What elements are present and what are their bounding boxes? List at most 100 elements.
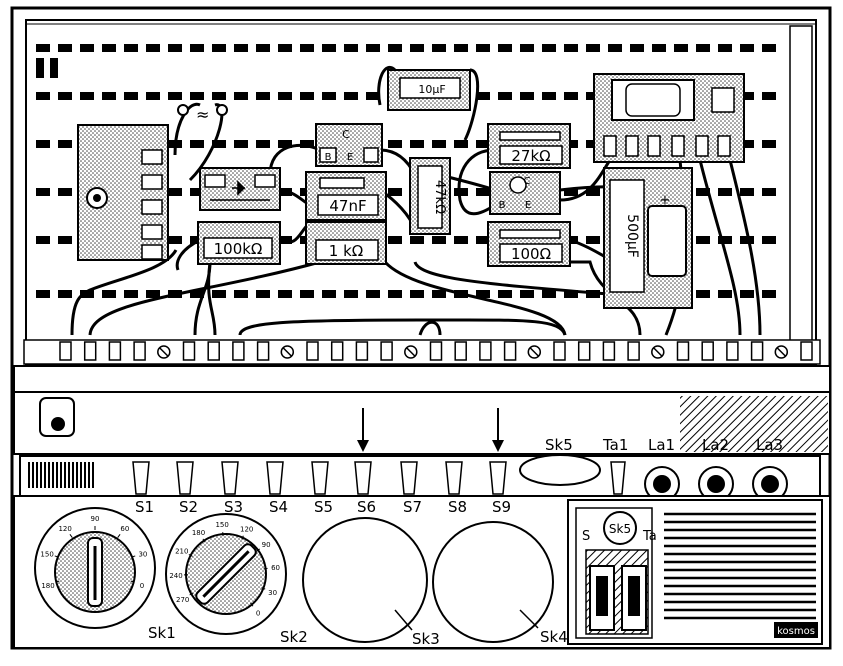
bus-hole: [300, 92, 314, 100]
rail-terminal[interactable]: [503, 341, 517, 361]
bus-hole: [520, 290, 534, 298]
rail-terminal[interactable]: [800, 341, 813, 361]
bus-hole: [36, 92, 50, 100]
rail-terminal[interactable]: [108, 341, 122, 361]
arrow-s9: [492, 408, 504, 452]
transistor-2-e: E: [525, 200, 531, 211]
slide-switch-6[interactable]: [354, 461, 372, 495]
rail-terminal[interactable]: [133, 341, 146, 361]
bus-hole: [168, 92, 182, 100]
resistor-100k-module: 100kΩ: [197, 221, 281, 265]
bus-hole: [102, 290, 116, 298]
rail-terminal[interactable]: [355, 341, 369, 361]
bus-hole: [36, 290, 50, 298]
lamp-bulb-icon: [761, 475, 779, 493]
transistor-module-1: C B E: [315, 123, 383, 167]
control-panel: Sk5 S Ta kosmos: [567, 499, 823, 645]
resistor-27k-label: 27kΩ: [511, 147, 550, 165]
brand-label: kosmos: [777, 626, 815, 637]
rail-terminal[interactable]: [232, 341, 245, 361]
bus-hole: [454, 44, 468, 52]
bus-hole: [36, 44, 50, 52]
rail-terminal[interactable]: [750, 341, 764, 361]
rail-terminal[interactable]: [182, 341, 196, 361]
bus-hole: [256, 44, 270, 52]
rail-terminal[interactable]: [306, 341, 319, 361]
switch-strip: [19, 455, 821, 497]
bus-hole: [58, 44, 72, 52]
rail-terminal[interactable]: [380, 341, 393, 361]
rail-terminal[interactable]: [429, 341, 443, 361]
bus-hole: [718, 44, 732, 52]
rail-terminal[interactable]: [256, 341, 270, 361]
slide-switch-5[interactable]: [311, 461, 329, 495]
switch-label-2: S2: [179, 498, 198, 516]
rail-terminal[interactable]: [479, 341, 492, 361]
bus-hole: [146, 92, 160, 100]
bus-hole: [388, 140, 402, 148]
rail-terminal[interactable]: [701, 341, 714, 361]
bus-hole: [344, 44, 358, 52]
dial-tick-label: 270: [176, 596, 189, 604]
bus-hole: [256, 92, 270, 100]
slide-switch-4[interactable]: [266, 461, 284, 495]
rail-terminal[interactable]: [553, 341, 566, 361]
slide-switch-1[interactable]: [132, 461, 150, 495]
rail-terminal[interactable]: [207, 341, 220, 361]
bus-hole: [762, 140, 776, 148]
rail-terminal[interactable]: [330, 341, 344, 361]
bus-hole: [190, 290, 204, 298]
panel-button-ta[interactable]: [621, 565, 647, 631]
rail-terminal[interactable]: [726, 341, 739, 361]
switch-label-1: S1: [135, 498, 154, 516]
dial-tick-label: 0: [140, 582, 144, 590]
bus-hole: [366, 290, 380, 298]
slide-switch-3[interactable]: [221, 461, 239, 495]
rail-terminal[interactable]: [577, 341, 591, 361]
bus-hole: [366, 92, 380, 100]
dial-tick-label: 30: [138, 551, 147, 559]
rail-terminal[interactable]: [627, 341, 640, 361]
bus-hole: [212, 290, 226, 298]
bus-hole: [564, 44, 578, 52]
switch-label-4: S4: [269, 498, 288, 516]
panel-switch-s[interactable]: [589, 565, 615, 631]
ta1-button[interactable]: Ta1: [602, 436, 628, 495]
bus-hole: [344, 290, 358, 298]
bus-hole: [696, 188, 710, 196]
ta1-label: Ta1: [602, 436, 628, 454]
slide-switch-8[interactable]: [445, 461, 463, 495]
transistor-2-c: C: [524, 176, 531, 187]
bus-hole: [58, 140, 72, 148]
dial-sk4-label: Sk4: [540, 628, 568, 646]
bus-hole: [410, 290, 424, 298]
slide-switch-9[interactable]: [489, 461, 507, 495]
pot-terminal: [141, 199, 163, 215]
capacitor-10uf-label: 10µF: [418, 83, 445, 96]
bus-hole: [476, 92, 490, 100]
rail-terminal[interactable]: [454, 341, 467, 361]
slide-switch-2[interactable]: [176, 461, 194, 495]
dial-sk3[interactable]: Sk3: [302, 517, 440, 648]
bus-hole: [696, 44, 710, 52]
capacitor-47nf-label: 47nF: [329, 197, 366, 215]
rail-terminal[interactable]: [676, 341, 690, 361]
rail-terminal[interactable]: [602, 341, 616, 361]
bus-hole: [542, 290, 556, 298]
dial-sk4[interactable]: Sk4: [432, 521, 568, 646]
bus-hole: [58, 92, 72, 100]
bus-hole: [718, 290, 732, 298]
rail-terminal[interactable]: [59, 341, 72, 361]
dial-tick-label: 90: [262, 541, 271, 549]
bus-hole: [410, 44, 424, 52]
bus-hole: [300, 290, 314, 298]
dial-tick-label: 180: [41, 582, 54, 590]
rail-terminal[interactable]: [83, 341, 97, 361]
slide-switch-7[interactable]: [400, 461, 418, 495]
bus-hole: [102, 92, 116, 100]
bus-hole: [454, 140, 468, 148]
